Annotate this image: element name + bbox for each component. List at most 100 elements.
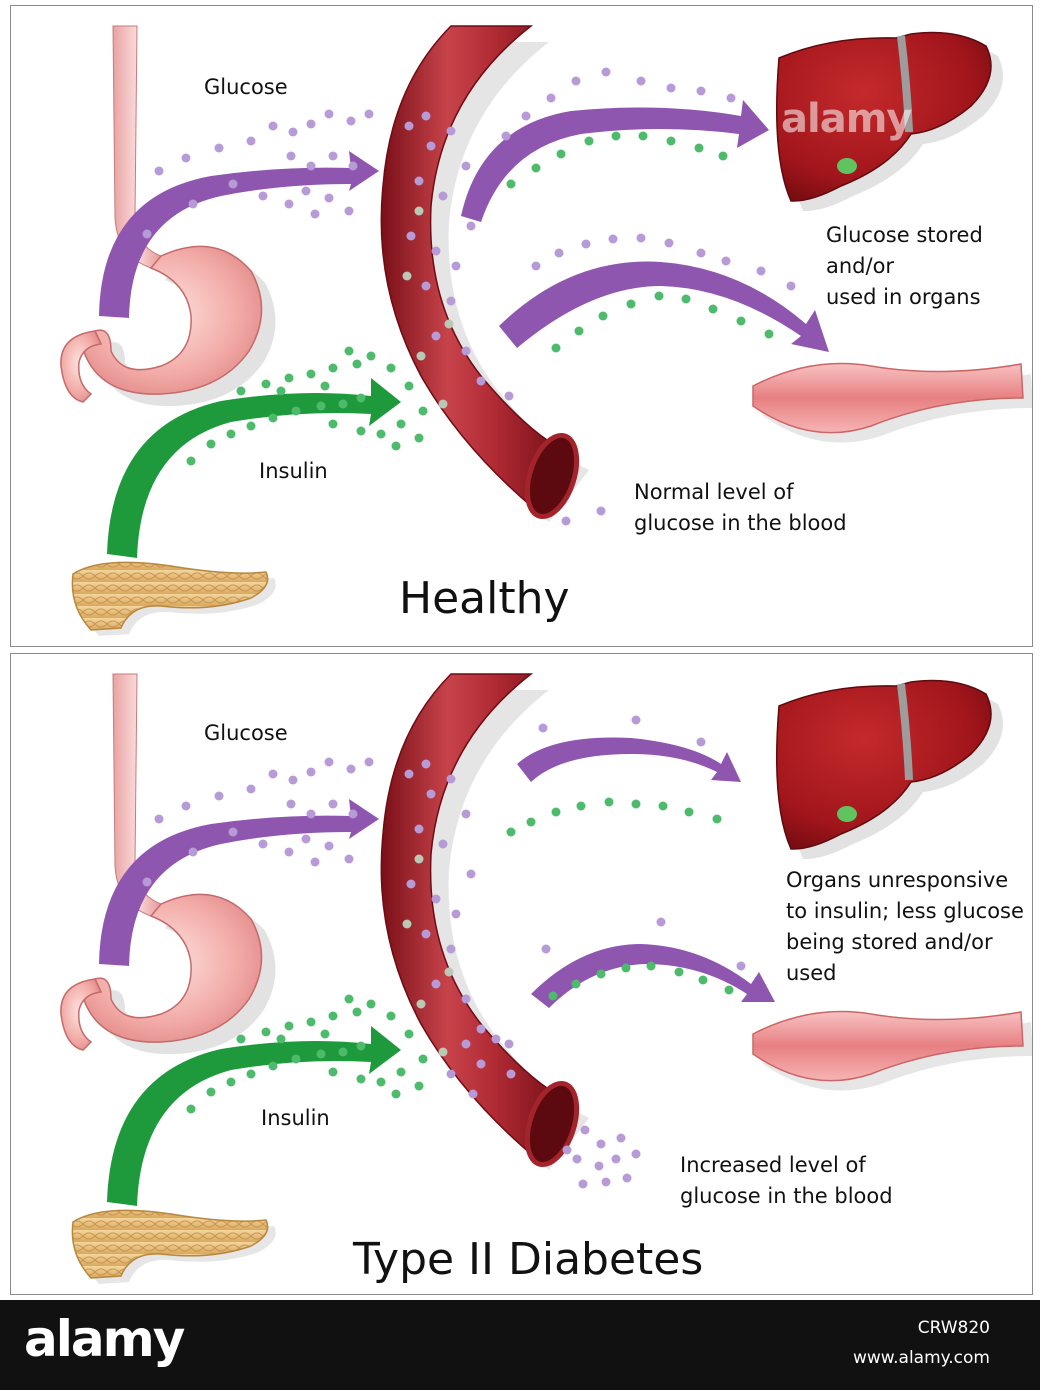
glucose-molecule (504, 391, 514, 401)
glucose-molecule (546, 93, 556, 103)
muscle (752, 362, 1032, 443)
insulin-molecule (328, 419, 338, 429)
glucose-molecule (181, 801, 191, 811)
glucose-molecule (310, 857, 320, 867)
glucose-molecule (324, 841, 334, 851)
glucose-label: Glucose (204, 721, 288, 745)
insulin-molecule (366, 999, 376, 1009)
glucose-molecule (421, 759, 431, 769)
stomach (60, 245, 276, 407)
insulin-molecule (356, 1041, 366, 1051)
liver (775, 679, 1003, 860)
glucose-molecule (601, 67, 611, 77)
glucose-molecule (268, 121, 278, 131)
glucose-molecule (561, 516, 571, 526)
insulin-molecule (576, 801, 586, 811)
blood-label-line-1: Normal level of (634, 480, 794, 504)
panel-title: Type II Diabetes (353, 1234, 704, 1285)
glucose-molecule (466, 221, 476, 231)
glucose-molecule (268, 769, 278, 779)
glucose-molecule (554, 248, 564, 258)
insulin-molecule (261, 1027, 271, 1037)
organs-label-line-2: and/or (826, 254, 895, 278)
glucose-molecule (301, 834, 311, 844)
insulin-molecule (376, 1077, 386, 1087)
glucose-molecule (286, 799, 296, 809)
glucose-molecule (324, 757, 334, 767)
glucose-molecule (406, 879, 416, 889)
insulin-molecule (186, 456, 196, 466)
insulin-molecule (402, 919, 412, 929)
insulin-molecule (531, 163, 541, 173)
insulin-molecule (604, 797, 614, 807)
insulin-molecule (556, 149, 566, 159)
footer-image-id: CRW820 (917, 1318, 990, 1338)
glucose-molecule (572, 1154, 582, 1164)
glucose-molecule (580, 1125, 590, 1135)
insulin-molecule (416, 999, 426, 1009)
glucose-molecule (214, 143, 224, 153)
insulin-molecule (506, 179, 516, 189)
glucose-molecule (451, 909, 461, 919)
glucose-molecule (571, 76, 581, 86)
insulin-molecule (708, 304, 718, 314)
healthy-illustration (60, 25, 1032, 636)
glucose-molecule (246, 136, 256, 146)
glucose-molecule (438, 191, 448, 201)
glucose-molecule (438, 839, 448, 849)
glucose-molecule (468, 1089, 478, 1099)
glucose-molecule (726, 93, 736, 103)
insulin-molecule (226, 429, 236, 439)
insulin-molecule (551, 807, 561, 817)
insulin-molecule (352, 359, 362, 369)
glucose-molecule (431, 331, 441, 341)
glucose-molecule (258, 839, 268, 849)
glucose-molecule (421, 281, 431, 291)
insulin-molecule (386, 363, 396, 373)
glucose-molecule (324, 193, 334, 203)
organs-label-line-3: used in organs (826, 285, 981, 309)
glucose-molecule (344, 206, 354, 216)
liver (775, 31, 1003, 212)
insulin-molecule (276, 1034, 286, 1044)
insulin-molecule (438, 399, 448, 409)
glucose-arrow-stomach (99, 151, 379, 318)
insulin-molecule (352, 1007, 362, 1017)
diabetes-illustration (60, 673, 1032, 1284)
insulin-molecule (186, 1104, 196, 1114)
glucose-molecule (562, 1145, 572, 1155)
insulin-molecule (404, 1029, 414, 1039)
glucose-molecule (306, 119, 316, 129)
insulin-molecule (684, 807, 694, 817)
glucose-molecule (421, 929, 431, 939)
glucose-molecule (426, 789, 436, 799)
glucose-molecule (504, 1039, 514, 1049)
glucose-label: Glucose (204, 75, 288, 99)
glucose-molecule (596, 506, 606, 516)
insulin-molecule (291, 1054, 301, 1064)
insulin-molecule (646, 961, 656, 971)
glucose-molecule (451, 261, 461, 271)
glucose-molecule (611, 1154, 621, 1164)
glucose-molecule (421, 111, 431, 121)
insulin-molecule (598, 311, 608, 321)
footer-logo: alamy (24, 1310, 185, 1368)
insulin-arrow (107, 378, 401, 558)
glucose-arrow-liver (461, 100, 769, 222)
glucose-molecule (631, 715, 641, 725)
glucose-molecule (501, 131, 511, 141)
insulin-molecule (712, 814, 722, 824)
panel-title: Healthy (399, 573, 570, 624)
glucose-molecule (531, 261, 541, 271)
blood-label-line-2: glucose in the blood (634, 511, 847, 535)
glucose-molecule (622, 1173, 632, 1183)
footer-bar: alamy CRW820 www.alamy.com (0, 1300, 1040, 1390)
glucose-molecule (284, 199, 294, 209)
insulin-label: Insulin (261, 1106, 330, 1130)
glucose-molecule (364, 109, 374, 119)
glucose-molecule (664, 238, 674, 248)
insulin-molecule (338, 399, 348, 409)
insulin-molecule (444, 967, 454, 977)
insulin-molecule (376, 429, 386, 439)
glucose-molecule (431, 246, 441, 256)
